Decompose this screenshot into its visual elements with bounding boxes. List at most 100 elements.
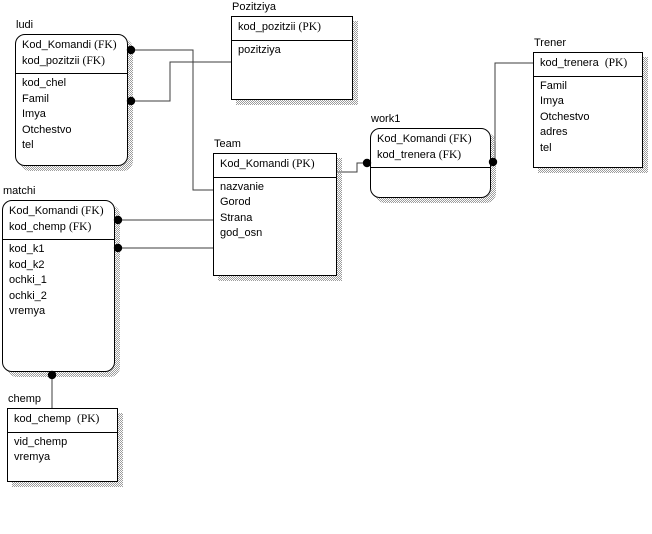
- relationship-line-Team-to-ludi[interactable]: [128, 49, 213, 191]
- attribute-name: vremya: [9, 305, 46, 317]
- entity-pozitziya[interactable]: kod_pozitzii (PK) pozitziya: [231, 16, 353, 100]
- relationship-child-dot: [126, 45, 136, 55]
- relationship-child-dot: [488, 157, 498, 167]
- primary-key-section: Kod_Komandi (FK)kod_trenera (FK): [371, 129, 490, 168]
- primary-key-section: kod_pozitzii (PK): [232, 17, 352, 41]
- attribute-name: Kod_Komandi: [9, 205, 82, 217]
- relationship-child-dot: [113, 243, 123, 253]
- attribute-row: kod_trenera (PK): [540, 56, 636, 72]
- attribute-row: kod_chemp (FK): [9, 220, 108, 236]
- attribute-row: Kod_Komandi (PK): [220, 157, 330, 173]
- attribute-name: kod_pozitzii: [238, 21, 299, 33]
- attribute-name: ochki_2: [9, 289, 47, 302]
- primary-key-section: Kod_Komandi (PK): [214, 154, 336, 178]
- relationship-child-dot: [362, 158, 372, 168]
- attribute-name: Strana: [220, 211, 253, 224]
- primary-key-section: Kod_Komandi (FK)kod_chemp (FK): [3, 201, 114, 240]
- attribute-name: tel: [22, 139, 34, 151]
- entity-title: ludi: [16, 19, 34, 31]
- attribute-row: kod_chemp (PK): [14, 412, 111, 428]
- attribute-name: kod_k1: [9, 243, 45, 255]
- attribute-row: Strana: [220, 211, 330, 227]
- attribute-name: god_osn: [220, 227, 263, 239]
- attribute-row: Otchestvo: [540, 110, 636, 126]
- attribute-row: kod_trenera (FK): [377, 148, 484, 164]
- attribute-name: kod_chemp: [9, 220, 69, 233]
- relationship-child-dot: [126, 96, 136, 106]
- attribute-name: Famil: [22, 92, 49, 105]
- attribute-name: adres: [540, 126, 568, 138]
- attribute-name: Gorod: [220, 196, 251, 208]
- attribute-row: adres: [540, 125, 636, 141]
- attribute-name: Otchestvo: [540, 110, 590, 123]
- key-tag: (FK): [438, 148, 462, 161]
- attribute-row: Famil: [540, 79, 636, 95]
- attribute-row: tel: [22, 138, 121, 154]
- entity-title: Trener: [534, 37, 566, 49]
- key-tag: (FK): [94, 39, 117, 51]
- attribute-name: Famil: [540, 79, 567, 92]
- attributes-section: pozitziya: [232, 41, 352, 59]
- attribute-name: pozitziya: [238, 43, 281, 56]
- attribute-row: tel: [540, 141, 636, 157]
- key-tag: (FK): [449, 133, 472, 145]
- attribute-name: vremya: [14, 451, 51, 463]
- attribute-name: ochki_1: [9, 274, 47, 286]
- attribute-row: Imya: [22, 107, 121, 123]
- attribute-name: nazvanie: [220, 180, 265, 193]
- attribute-row: pozitziya: [238, 43, 346, 59]
- key-tag: (PK): [298, 21, 321, 33]
- attribute-row: vremya: [14, 450, 111, 466]
- attribute-row: kod_k2: [9, 258, 108, 274]
- attribute-name: kod_chel: [22, 77, 67, 89]
- attribute-name: kod_trenera: [540, 57, 605, 69]
- attribute-name: kod_trenera: [377, 148, 439, 161]
- attribute-name: Otchestvo: [22, 123, 72, 136]
- primary-key-section: kod_trenera (PK): [534, 53, 642, 77]
- attribute-name: kod_chemp: [14, 413, 77, 425]
- key-tag: (FK): [81, 205, 104, 217]
- attribute-row: ochki_1: [9, 273, 108, 289]
- attribute-name: Kod_Komandi: [377, 133, 450, 145]
- key-tag: (FK): [68, 220, 92, 233]
- key-tag: (FK): [82, 54, 105, 67]
- relationship-line-Pozitziya-to-ludi[interactable]: [128, 61, 231, 102]
- entity-title: chemp: [8, 393, 42, 405]
- attribute-row: Gorod: [220, 195, 330, 211]
- attribute-row: god_osn: [220, 226, 330, 242]
- attribute-name: kod_pozitzii: [22, 54, 83, 67]
- attribute-name: Kod_Komandi: [22, 39, 95, 51]
- key-tag: (PK): [604, 57, 628, 69]
- attribute-row: Famil: [22, 92, 121, 108]
- relationship-child-dot: [47, 370, 57, 380]
- attribute-row: Otchestvo: [22, 123, 121, 139]
- attribute-row: vremya: [9, 304, 108, 320]
- entity-title: work1: [371, 113, 401, 125]
- primary-key-section: Kod_Komandi (FK)kod_pozitzii (FK): [16, 35, 127, 74]
- entity-title: matchi: [3, 185, 36, 197]
- attribute-name: Imya: [540, 95, 564, 107]
- attribute-row: Kod_Komandi (FK): [9, 204, 108, 220]
- attribute-row: vid_chemp: [14, 435, 111, 451]
- key-tag: (PK): [76, 413, 100, 425]
- key-tag: (PK): [292, 158, 315, 170]
- attribute-row: kod_pozitzii (FK): [22, 54, 121, 70]
- attribute-row: Kod_Komandi (FK): [377, 132, 484, 148]
- attribute-name: tel: [540, 141, 552, 154]
- attribute-name: vid_chemp: [14, 435, 68, 448]
- relationship-child-dot: [113, 215, 123, 225]
- attribute-row: Imya: [540, 94, 636, 110]
- attribute-row: Kod_Komandi (FK): [22, 38, 121, 54]
